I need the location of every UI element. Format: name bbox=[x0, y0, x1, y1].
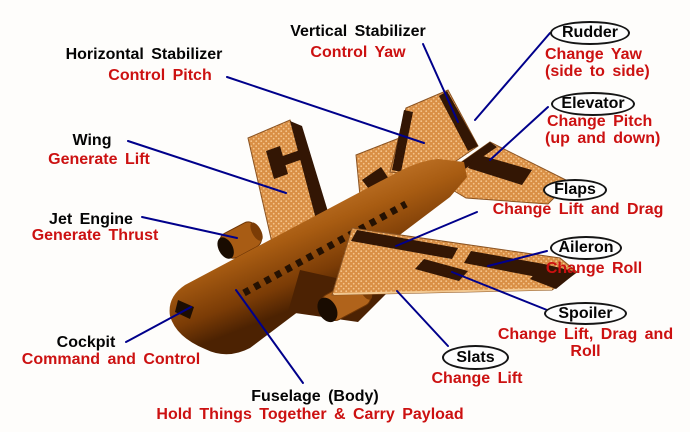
oval-flaps: Flaps bbox=[543, 179, 607, 201]
leader-line-fuselage bbox=[235, 289, 304, 384]
leader-line-flaps bbox=[395, 211, 478, 247]
function-spoiler: Change Lift, Drag and Roll bbox=[497, 326, 674, 360]
label-flaps: Flaps bbox=[554, 181, 596, 198]
label-elevator: Elevator bbox=[561, 95, 625, 112]
label-vertical-stabilizer: Vertical Stabilizer bbox=[290, 23, 426, 40]
label-rudder: Rudder bbox=[562, 24, 618, 41]
leader-lines bbox=[125, 32, 551, 384]
function-cockpit: Command and Control bbox=[21, 351, 201, 368]
flaps-dark-band bbox=[351, 230, 458, 259]
function-fuselage: Hold Things Together & Carry Payload bbox=[156, 406, 464, 423]
label-aileron: Aileron bbox=[558, 239, 614, 256]
leader-line-elevator bbox=[489, 106, 549, 161]
label-jet-engine: Jet Engine bbox=[49, 211, 133, 228]
label-slats: Slats bbox=[456, 348, 495, 366]
left-stabilizer-dark-patch bbox=[362, 167, 391, 193]
oval-rudder: Rudder bbox=[550, 21, 630, 45]
spoiler-dark-band bbox=[415, 259, 468, 281]
function-wing: Generate Lift bbox=[48, 151, 150, 168]
leader-line-slats bbox=[396, 290, 449, 347]
oval-aileron: Aileron bbox=[550, 236, 622, 260]
function-note-rudder: (side to side) bbox=[545, 63, 650, 80]
function-horizontal-stabilizer: Control Pitch bbox=[108, 67, 212, 84]
function-flaps: Change Lift and Drag bbox=[492, 201, 664, 218]
elevator-dark-patch bbox=[468, 154, 532, 185]
far-wing-mark-2 bbox=[280, 150, 303, 166]
function-jet-engine: Generate Thrust bbox=[31, 227, 159, 244]
tail-group bbox=[355, 89, 571, 205]
near-engine-intake bbox=[317, 297, 338, 323]
leader-line-spoiler bbox=[451, 271, 548, 311]
leader-line-aileron bbox=[487, 250, 548, 267]
aileron-dark-band bbox=[464, 251, 544, 277]
leader-line-wing bbox=[127, 140, 287, 194]
function-vertical-stabilizer: Control Yaw bbox=[310, 44, 406, 61]
leader-line-horizontal-stabilizer bbox=[226, 76, 425, 144]
leader-line-rudder bbox=[474, 32, 551, 121]
function-slats: Change Lift bbox=[431, 370, 523, 387]
label-horizontal-stabilizer: Horizontal Stabilizer bbox=[65, 46, 223, 63]
leading-edge-highlight bbox=[333, 288, 553, 295]
leader-line-jet-engine bbox=[141, 216, 238, 239]
function-elevator: Change Pitch bbox=[547, 113, 653, 130]
wingtip-dark-wedge bbox=[530, 264, 577, 289]
near-wing-group bbox=[331, 227, 578, 296]
far-engine-nozzle bbox=[250, 222, 263, 241]
function-rudder: Change Yaw bbox=[545, 46, 642, 63]
fin-leading-edge-dark bbox=[392, 110, 413, 172]
oval-spoiler: Spoiler bbox=[544, 302, 627, 325]
far-engine-group bbox=[217, 221, 263, 259]
oval-slats: Slats bbox=[442, 345, 509, 370]
label-cockpit: Cockpit bbox=[56, 334, 116, 351]
function-note-elevator: (up and down) bbox=[545, 130, 661, 147]
label-wing: Wing bbox=[72, 132, 112, 149]
function-aileron: Change Roll bbox=[545, 260, 643, 277]
far-wing-mark-1 bbox=[266, 146, 288, 179]
oval-elevator: Elevator bbox=[551, 92, 635, 116]
far-engine-intake bbox=[217, 237, 234, 259]
leader-line-vertical-stabilizer bbox=[422, 43, 459, 123]
leader-line-cockpit bbox=[125, 306, 192, 343]
label-spoiler: Spoiler bbox=[558, 304, 613, 322]
label-fuselage: Fuselage (Body) bbox=[251, 388, 379, 405]
